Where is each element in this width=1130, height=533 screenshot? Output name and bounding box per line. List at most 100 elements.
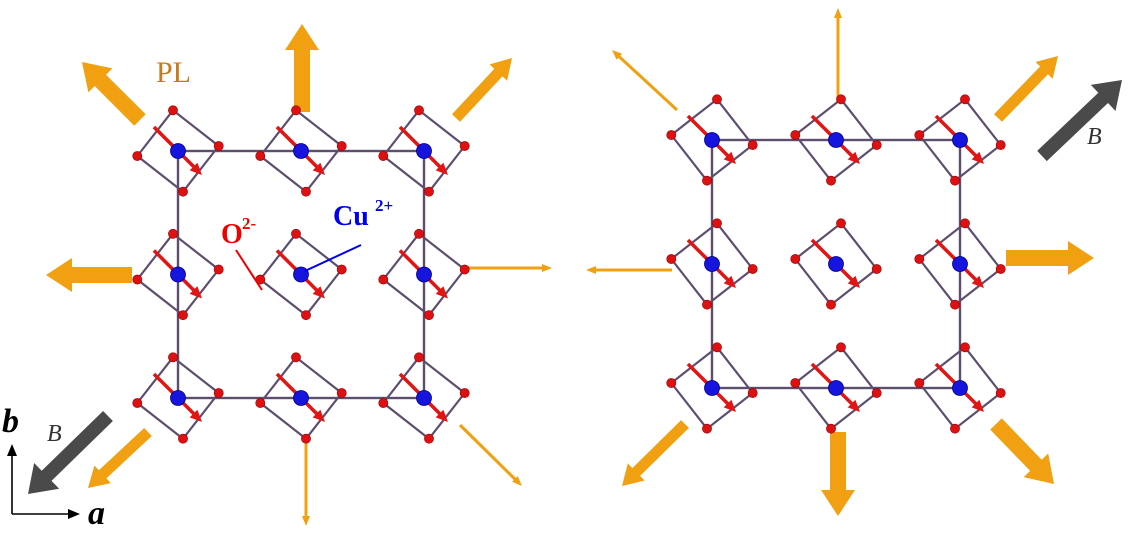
oxygen-atom xyxy=(826,175,836,186)
oxygen-atom xyxy=(414,228,424,239)
oxygen-atom xyxy=(666,130,677,140)
left-panel-pl-arrow-up-left xyxy=(82,62,146,126)
oxygen-symbol: O xyxy=(221,219,243,250)
oxygen-atom xyxy=(168,228,178,239)
copper-atom xyxy=(170,390,186,406)
left-panel-cuo4-unit xyxy=(132,105,224,197)
right-panel-pl-arrow-up-right xyxy=(994,56,1058,122)
copper-label: Cu 2+ xyxy=(333,196,393,232)
copper-symbol: Cu xyxy=(333,201,369,232)
left-panel-cuo4-unit xyxy=(378,105,470,197)
oxygen-atom xyxy=(301,310,311,321)
right-panel-cuo4-unit xyxy=(790,218,882,310)
oxygen-atom xyxy=(871,264,882,274)
oxygen-pointer xyxy=(235,249,263,291)
left-panel-pl-arrow-down-left xyxy=(88,428,152,488)
oxygen-atom xyxy=(960,342,970,353)
oxygen-atom xyxy=(291,105,301,116)
right-panel-cuo4-unit xyxy=(914,342,1006,434)
right-panel-cuo4-unit xyxy=(790,94,882,186)
copper-atom xyxy=(416,266,432,283)
oxygen-atom xyxy=(132,151,143,161)
oxygen-atom xyxy=(826,423,836,434)
left-panel-cuo4-unit xyxy=(132,352,224,444)
copper-atom xyxy=(293,390,309,406)
oxygen-atom xyxy=(301,186,311,197)
oxygen-atom xyxy=(747,140,758,150)
magnetic-field-layer xyxy=(28,80,1122,494)
right-panel-cuo4-unit xyxy=(914,218,1006,310)
oxygen-atom xyxy=(213,141,224,151)
copper-atom xyxy=(704,380,720,396)
right-panel-cuo4-unit xyxy=(666,94,758,186)
oxygen-atom xyxy=(836,94,846,105)
oxygen-atom xyxy=(213,264,224,275)
right-panel-pl-arrow-down xyxy=(821,432,855,516)
copper-atom xyxy=(293,266,309,283)
left-panel-cuo4-unit xyxy=(378,228,470,321)
oxygen-atom xyxy=(826,299,836,310)
oxygen-atom xyxy=(712,342,722,353)
oxygen-atom xyxy=(702,175,712,186)
oxygen-atom xyxy=(666,254,677,264)
copper-atom xyxy=(704,132,720,148)
oxygen-atom xyxy=(950,299,960,310)
oxygen-atom xyxy=(414,105,424,116)
left-panel-cuo4-unit xyxy=(378,352,470,444)
oxygen-atom xyxy=(747,264,758,274)
copper-atom xyxy=(704,256,720,272)
oxygen-atom xyxy=(914,378,925,388)
copper-atom xyxy=(170,266,186,283)
left-panel-cuo4-unit xyxy=(255,352,347,444)
left-panel-pl-arrow-up xyxy=(285,24,319,112)
right-panel-pl-arrow-left xyxy=(586,266,672,274)
oxygen-atom xyxy=(132,398,143,408)
oxygen-atom xyxy=(950,423,960,434)
oxygen-atom xyxy=(336,141,347,151)
oxygen-atom xyxy=(414,352,424,363)
oxygen-atom xyxy=(424,433,434,444)
right-panel-pl-arrow-right xyxy=(1006,241,1094,275)
oxygen-charge: 2- xyxy=(242,214,257,233)
oxygen-atom xyxy=(178,433,188,444)
oxygen-atom xyxy=(712,218,722,229)
copper-atom xyxy=(828,132,844,148)
oxygen-atom xyxy=(836,218,846,229)
left-panel-cuo4-unit xyxy=(255,228,347,321)
oxygen-atom xyxy=(747,388,758,398)
oxygen-atom xyxy=(255,398,266,408)
field-label-right: B xyxy=(1087,124,1102,150)
oxygen-atom xyxy=(168,105,178,116)
oxygen-atom xyxy=(995,140,1006,150)
axis-b-label: b xyxy=(2,403,19,440)
right-panel-field-arrow xyxy=(1037,80,1122,162)
oxygen-atom xyxy=(702,423,712,434)
left-panel-pl-arrow-right xyxy=(466,264,552,272)
oxygen-atom xyxy=(459,264,470,275)
copper-atom xyxy=(828,256,844,272)
oxygen-atom xyxy=(790,378,801,388)
oxygen-atom xyxy=(378,274,389,285)
copper-charge: 2+ xyxy=(375,196,393,215)
copper-atom xyxy=(828,380,844,396)
axis-a-label: a xyxy=(88,495,105,532)
copper-atom xyxy=(170,143,186,159)
oxygen-atom xyxy=(790,254,801,264)
oxygen-atom xyxy=(178,186,188,197)
oxygen-atom xyxy=(291,228,301,239)
oxygen-atom xyxy=(459,388,470,398)
left-panel-field-arrow xyxy=(28,411,113,494)
oxygen-label: O 2- xyxy=(221,214,257,250)
right-panel-cuo4-unit xyxy=(914,94,1006,186)
right-panel-cuo4-unit xyxy=(666,342,758,434)
oxygen-atom xyxy=(424,310,434,321)
oxygen-atom xyxy=(213,388,224,398)
oxygen-atom xyxy=(378,151,389,161)
oxygen-atom xyxy=(960,218,970,229)
left-panel-pl-arrow-up-right xyxy=(452,58,512,122)
field-label-left: B xyxy=(47,421,62,447)
pl-label: PL xyxy=(156,56,191,89)
oxygen-atom xyxy=(871,388,882,398)
oxygen-atom xyxy=(132,274,143,285)
